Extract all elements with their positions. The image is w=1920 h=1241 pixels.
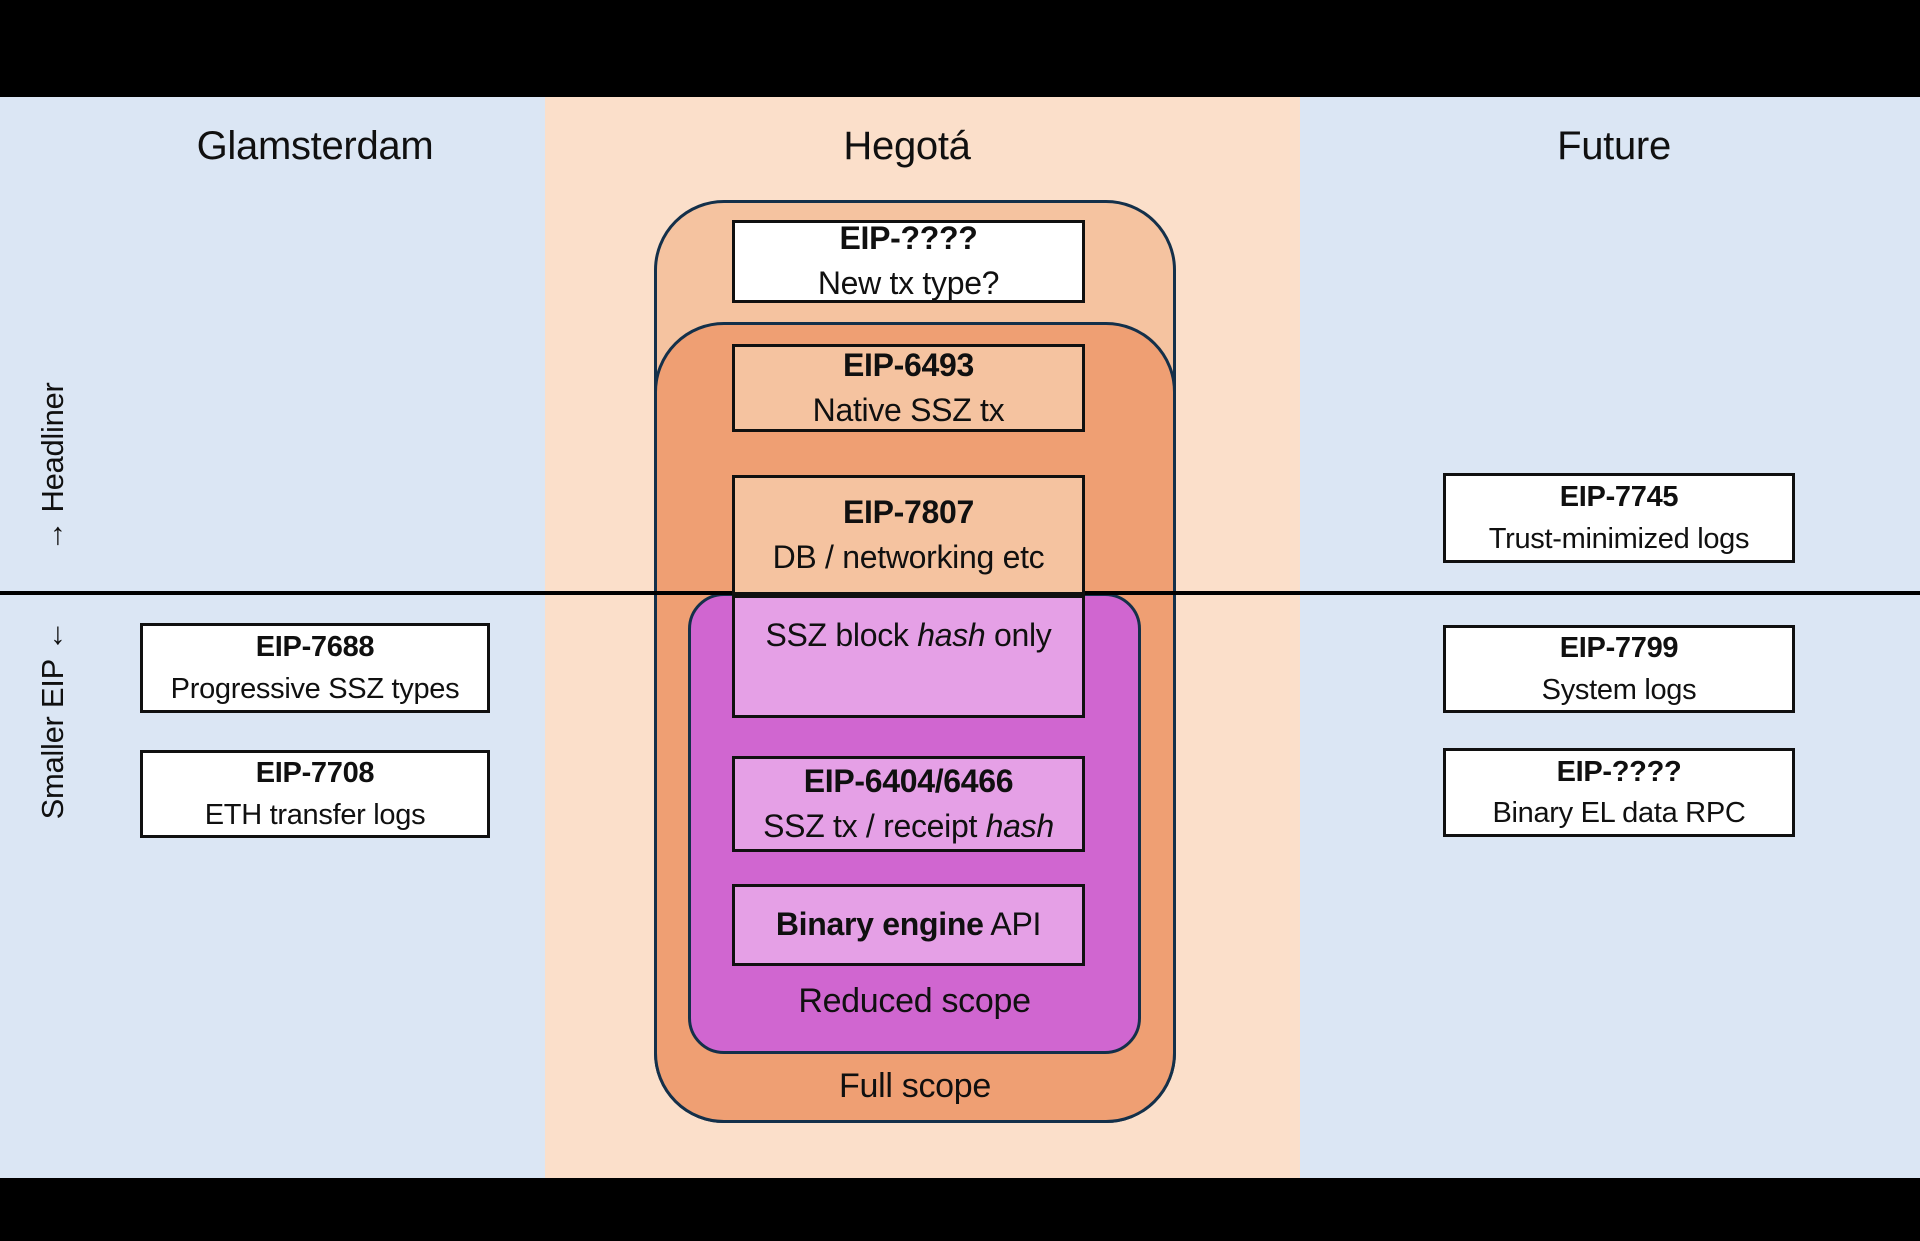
text-regular: API <box>983 906 1042 943</box>
reduced-scope-label: Reduced scope <box>798 982 1031 1020</box>
box-subtitle: Binary EL data RPC <box>1492 797 1746 829</box>
box-text: Binary engine API <box>775 906 1042 943</box>
box-subtitle: Trust-minimized logs <box>1488 522 1750 555</box>
bottom-letterbox-bar <box>0 1178 1920 1241</box>
box-title: EIP-6493 <box>842 346 975 383</box>
subtitle-italic: hash <box>985 807 1055 844</box>
eip-box-new-tx-type: EIP-???? New tx type? <box>732 220 1085 303</box>
box-subtitle: SSZ tx / receipt hash <box>763 807 1055 845</box>
text-suffix: only <box>985 617 1052 653</box>
eip-box-binary-engine-api: Binary engine API <box>732 884 1085 966</box>
text-bold: Binary engine <box>775 906 984 943</box>
box-title: EIP-7807 <box>842 493 975 530</box>
box-subtitle: ETH transfer logs <box>204 798 426 831</box>
eip-box-6493: EIP-6493 Native SSZ tx <box>732 344 1085 432</box>
box-subtitle: System logs <box>1541 673 1697 706</box>
box-text: SSZ block hash only <box>765 617 1052 654</box>
full-scope-label: Full scope <box>839 1067 991 1105</box>
column-header-glamsterdam: Glamsterdam <box>196 124 434 168</box>
box-title: EIP-???? <box>839 220 978 257</box>
subtitle-prefix: SSZ tx / receipt <box>763 807 986 844</box>
column-header-hegota: Hegotá <box>843 124 971 168</box>
eip-box-6404-6466: EIP-6404/6466 SSZ tx / receipt hash <box>732 756 1085 852</box>
top-letterbox-bar <box>0 0 1920 97</box>
box-subtitle: DB / networking etc <box>772 538 1045 575</box>
eip-box-7799: EIP-7799 System logs <box>1443 625 1795 713</box>
eip-box-7708: EIP-7708 ETH transfer logs <box>140 750 490 838</box>
eip-box-7688: EIP-7688 Progressive SSZ types <box>140 623 490 713</box>
eip-box-7807: EIP-7807 DB / networking etc <box>732 475 1085 595</box>
box-subtitle: New tx type? <box>817 265 1000 301</box>
box-subtitle: Native SSZ tx <box>812 391 1005 428</box>
eip-box-ssz-block-hash: SSZ block hash only <box>732 595 1085 718</box>
box-title: EIP-7708 <box>255 757 375 790</box>
column-header-future: Future <box>1557 124 1671 168</box>
row-label-smaller-eip: Smaller EIP ← <box>35 620 70 820</box>
box-subtitle: Progressive SSZ types <box>170 672 460 705</box>
eip-box-binary-el-data-rpc: EIP-???? Binary EL data RPC <box>1443 748 1795 837</box>
box-title: EIP-7688 <box>255 631 375 664</box>
eip-box-7745: EIP-7745 Trust-minimized logs <box>1443 473 1795 563</box>
box-title: EIP-7799 <box>1559 632 1679 665</box>
box-title: EIP-???? <box>1556 755 1682 788</box>
text-prefix: SSZ block <box>765 617 918 653</box>
box-title: EIP-6404/6466 <box>803 762 1014 799</box>
box-title: EIP-7745 <box>1559 481 1679 514</box>
text-italic: hash <box>917 617 986 653</box>
diagram-background: Glamsterdam Hegotá Future → Headliner Sm… <box>0 97 1920 1178</box>
row-label-headliner: → Headliner <box>35 382 70 552</box>
